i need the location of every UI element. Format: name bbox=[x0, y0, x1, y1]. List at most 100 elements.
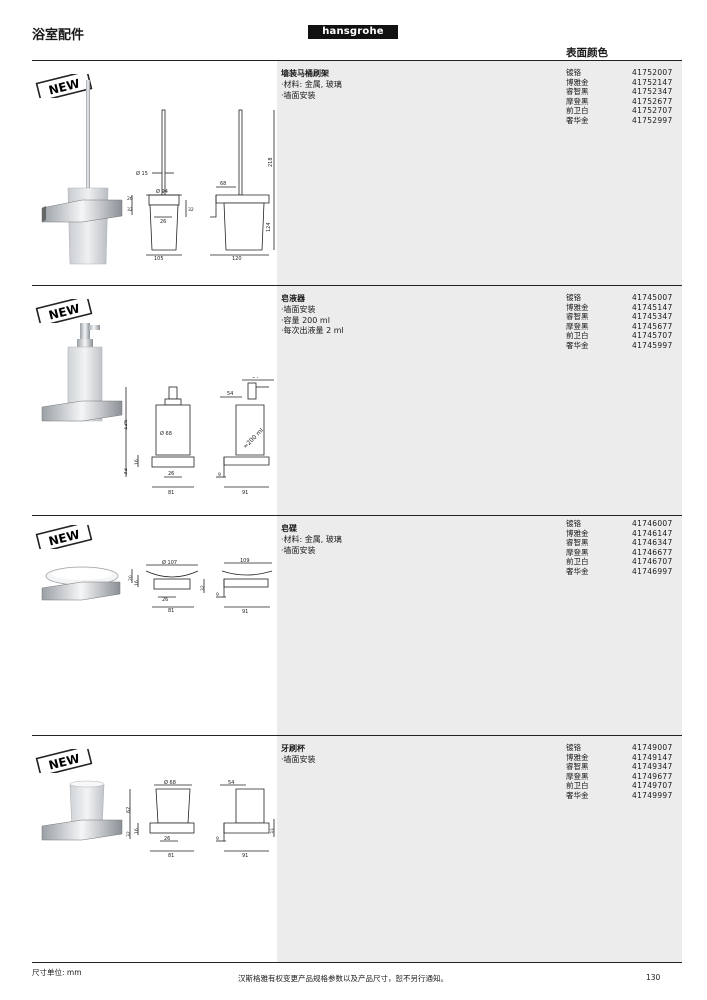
dim-label: Ø 68 bbox=[164, 779, 176, 786]
finish-name: 摩登黑 bbox=[566, 321, 589, 331]
spec-line: ·墙面安装 bbox=[281, 90, 316, 100]
finish-row: 镀铬 41746007 bbox=[566, 519, 673, 529]
finish-name: 睿智黑 bbox=[566, 87, 589, 97]
finish-name: 前卫白 bbox=[566, 106, 589, 116]
finish-code: 41752147 bbox=[632, 77, 673, 87]
finish-code: 41749707 bbox=[632, 781, 673, 791]
product-specs: ·材料: 金属, 玻璃 ·墙面安装 bbox=[281, 80, 342, 101]
finish-name: 镀铬 bbox=[566, 743, 581, 752]
dim-label: Ø 15 bbox=[136, 170, 148, 177]
finish-code: 41746677 bbox=[632, 547, 673, 557]
dim-label: 120 bbox=[232, 256, 242, 262]
dim-label: 91 bbox=[242, 490, 248, 496]
finish-name: 睿智黑 bbox=[566, 538, 589, 548]
finish-code: 41745147 bbox=[632, 302, 673, 312]
finish-code: 41745007 bbox=[632, 293, 673, 302]
new-badge: NEW bbox=[34, 525, 94, 549]
dim-label: 91 bbox=[242, 853, 248, 859]
dim-label: 16 bbox=[134, 459, 140, 465]
dim-label: 81 bbox=[168, 608, 174, 614]
dim-label: 16 bbox=[134, 828, 140, 834]
finish-row: 摩登黑 41745677 bbox=[566, 322, 673, 332]
finish-code: 41746147 bbox=[632, 528, 673, 538]
dim-label: 54 bbox=[227, 391, 233, 397]
finish-name: 前卫白 bbox=[566, 781, 589, 791]
new-badge: NEW bbox=[34, 299, 94, 323]
finish-code: 41752347 bbox=[632, 87, 673, 97]
product-info-background bbox=[277, 60, 682, 962]
finish-name: 镀铬 bbox=[566, 519, 581, 528]
finish-code: 41745677 bbox=[632, 321, 673, 331]
dim-label: 26 bbox=[160, 219, 166, 225]
product-specs: ·墙面安装 ·容量 200 ml ·每次出液量 2 ml bbox=[281, 305, 344, 337]
finish-code: 41746997 bbox=[632, 566, 673, 576]
finish-row: 前卫白 41746707 bbox=[566, 557, 673, 567]
dim-label: 126 bbox=[124, 419, 129, 430]
section-divider bbox=[32, 735, 682, 736]
dim-label: 64 bbox=[252, 377, 258, 380]
finish-row: 前卫白 41749707 bbox=[566, 781, 673, 791]
spec-line: ·容量 200 ml bbox=[281, 315, 330, 325]
finish-code: 41745997 bbox=[632, 340, 673, 350]
dim-label: 32 bbox=[127, 207, 133, 213]
dim-label: 81 bbox=[168, 490, 174, 496]
finish-row: 睿智黑 41752347 bbox=[566, 87, 673, 97]
product-title: 皂液器 bbox=[281, 294, 305, 303]
dim-label: 9 bbox=[216, 592, 219, 598]
finish-name: 奢华金 bbox=[566, 566, 589, 576]
spec-line: ·材料: 金属, 玻璃 bbox=[281, 535, 342, 544]
spec-line: ·墙面安装 bbox=[281, 545, 316, 555]
finish-name: 博雅金 bbox=[566, 77, 589, 87]
finish-name: 摩登黑 bbox=[566, 96, 589, 106]
dim-label: 26 bbox=[127, 196, 133, 202]
finish-code: 41749007 bbox=[632, 743, 673, 752]
dim-label: 26 bbox=[164, 836, 170, 842]
dim-label: 20 bbox=[128, 575, 134, 581]
finish-code: 41746007 bbox=[632, 519, 673, 528]
dim-label: 68 bbox=[220, 181, 226, 187]
product-title: 牙刷杯 bbox=[281, 744, 305, 753]
dim-label: 26 bbox=[168, 471, 174, 477]
dim-label: 32 bbox=[200, 585, 206, 591]
product-section-soap-dispenser: NEW Ø 68 bbox=[32, 285, 682, 515]
product-photo-soap-dish bbox=[32, 560, 152, 610]
page-title: 浴室配件 bbox=[32, 28, 85, 43]
dim-label: 124 bbox=[266, 222, 272, 232]
finish-name: 镀铬 bbox=[566, 293, 581, 302]
dim-label: 26 bbox=[162, 597, 168, 603]
finish-code: 41749997 bbox=[632, 790, 673, 800]
dim-label: Ø 107 bbox=[162, 559, 177, 566]
product-photo-soap-dispenser bbox=[32, 321, 152, 511]
finish-column-title: 表面颜色 bbox=[566, 47, 608, 59]
finish-code: 41745347 bbox=[632, 312, 673, 322]
product-section-toilet-brush: NEW Ø 15 bbox=[32, 60, 682, 285]
dim-label: 218 bbox=[268, 157, 274, 167]
finish-code: 41749677 bbox=[632, 771, 673, 781]
finish-code: 41746707 bbox=[632, 557, 673, 567]
product-specs: ·墙面安装 bbox=[281, 755, 316, 766]
dim-label: 81 bbox=[168, 853, 174, 859]
new-badge: NEW bbox=[34, 74, 94, 98]
product-photo-toilet-brush bbox=[32, 80, 152, 270]
page-number: 130 bbox=[646, 973, 661, 982]
finish-name: 前卫白 bbox=[566, 557, 589, 567]
finish-name: 奢华金 bbox=[566, 115, 589, 125]
section-divider bbox=[32, 285, 682, 286]
dim-label: 32 bbox=[126, 831, 132, 837]
product-photo-tumbler bbox=[32, 780, 152, 850]
finish-name: 前卫白 bbox=[566, 331, 589, 341]
finish-code: 41746347 bbox=[632, 538, 673, 548]
dimension-drawing-toilet-brush: Ø 15 Ø 94 26 105 26 32 32 68 120 218 124 bbox=[124, 105, 279, 315]
dimension-drawing-soap-dish: Ø 107 20 16 26 81 109 32 9 91 bbox=[124, 557, 279, 627]
